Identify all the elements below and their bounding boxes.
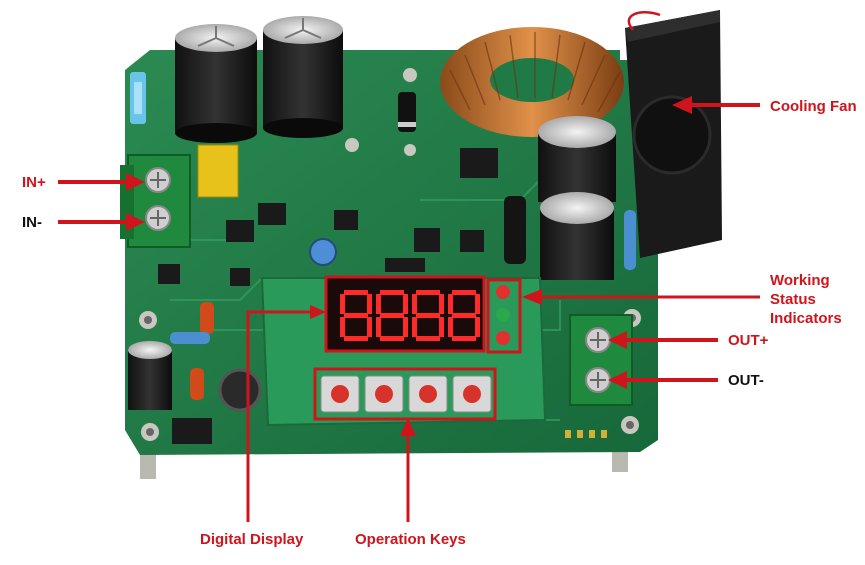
- header-pins: [565, 430, 607, 438]
- resistors: [170, 210, 636, 400]
- cooling-fan-label: Cooling Fan: [770, 98, 857, 115]
- toroid-inductor: [440, 27, 624, 137]
- output-capacitors: [538, 116, 616, 280]
- out-plus-label: OUT+: [728, 332, 769, 349]
- status-led-box: [486, 278, 522, 354]
- fuse: [130, 72, 146, 124]
- seven-segment-digits: [340, 290, 480, 341]
- working-status-label-line3: Indicators: [770, 310, 842, 327]
- display-board: [260, 275, 547, 427]
- digital-display-label: Digital Display: [200, 531, 304, 548]
- status-led-3: [496, 331, 510, 345]
- status-led-1: [496, 285, 510, 299]
- input-capacitors: [175, 16, 343, 143]
- input-terminal-block: [120, 154, 191, 248]
- yellow-capacitor: [197, 144, 239, 198]
- in-minus-label: IN-: [22, 214, 42, 231]
- operation-keys: [320, 375, 492, 413]
- working-status-label-line2: Status: [770, 291, 816, 308]
- ic-chips: [158, 148, 498, 444]
- status-led-2: [496, 308, 510, 322]
- operation-keys-label: Operation Keys: [355, 531, 466, 548]
- output-terminal-block: [569, 314, 633, 406]
- cooling-fan: [625, 10, 722, 258]
- callout-arrows: [58, 96, 760, 522]
- in-plus-label: IN+: [22, 174, 46, 191]
- out-minus-label: OUT-: [728, 372, 764, 389]
- working-status-label-line1: Working: [770, 272, 830, 289]
- operation-keys-box: [313, 367, 497, 421]
